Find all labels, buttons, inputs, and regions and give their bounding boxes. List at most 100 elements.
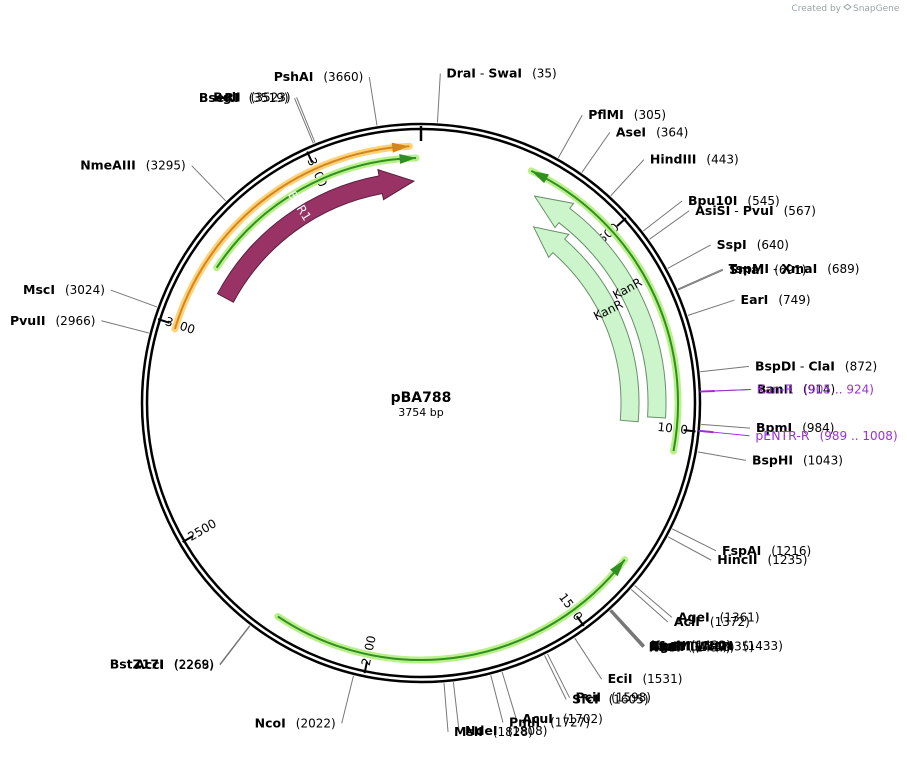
- site-label-eari: EarI(749): [741, 292, 811, 307]
- site-leader: [672, 528, 717, 552]
- site-leader: [574, 637, 603, 680]
- orf-orange: [171, 142, 413, 333]
- site-leader: [547, 653, 571, 698]
- site-label-pcii: PciI(1598): [576, 690, 651, 705]
- site-label-nmeaiii: NmeAIII(3295): [80, 158, 186, 173]
- site-label-hindiii: HindIII(443): [650, 152, 739, 167]
- site-label-acui: AcuI(1702): [522, 711, 603, 726]
- site-label-msli: MslI(1828): [454, 724, 533, 739]
- site-labels: PshAI(3660) BglI(3523)BseRI(3519) NmeAIII(…: [10, 66, 898, 739]
- site-label-ncoi: NcoI(2022): [255, 715, 336, 730]
- site-leader: [294, 98, 314, 144]
- plasmid-name: pBA788: [391, 390, 452, 406]
- site-leader: [557, 114, 583, 159]
- feature-kanr-inner: KanR: [532, 226, 640, 423]
- site-leader: [191, 165, 227, 202]
- feature-rep-shape: [216, 168, 416, 303]
- site-leader: [701, 423, 751, 429]
- site-label-pluti: PluTI(1436): [649, 639, 734, 654]
- feature-kanr-inner-shape: [532, 226, 640, 423]
- site-label-bpmi: BpmI(984): [756, 420, 834, 435]
- tick-mark: [363, 661, 369, 674]
- site-label-ecii: EciI(1531): [608, 671, 683, 686]
- site-label-acci: AccI(2268): [135, 657, 214, 672]
- site-leader: [490, 675, 504, 723]
- site-label-tspmi: TspMI - XmaI(689): [729, 261, 860, 276]
- tick-mark: [182, 535, 194, 543]
- site-label-sfci: SfcI(1605): [572, 691, 648, 706]
- site-label-agei: AgeI(1361): [678, 609, 760, 624]
- snapgene-logo-icon: [843, 3, 852, 11]
- site-label-bstz17i: BstZ17I(2269): [110, 656, 214, 671]
- site-label-bseri: BseRI(3519): [199, 90, 289, 105]
- site-label-bspdi: BspDI - ClaI(872): [755, 358, 877, 373]
- site-label-bgli: BglI(3523): [213, 89, 290, 104]
- site-leader: [501, 671, 517, 720]
- site-leader: [219, 625, 251, 666]
- site-leader: [544, 655, 567, 700]
- site-leader: [667, 244, 711, 269]
- site-label-fspai: FspAI(1216): [722, 543, 811, 558]
- tick-mark: [683, 429, 696, 433]
- site-leader: [642, 200, 683, 232]
- site-leader: [700, 365, 750, 373]
- site-leader: [634, 585, 673, 618]
- plasmid-size: 3754 bp: [398, 406, 443, 419]
- site-leader: [649, 210, 690, 240]
- site-label-smai: SmaI(691): [729, 262, 806, 277]
- orf-lines: [171, 142, 682, 664]
- site-leader: [630, 589, 669, 623]
- primer-marker: [698, 429, 714, 434]
- site-leader: [610, 159, 645, 197]
- site-label-pflmi: PflMI(305): [588, 107, 666, 122]
- site-leader: [341, 675, 354, 724]
- site-label-bpu10i: Bpu10I(545): [688, 193, 780, 208]
- site-leader: [667, 536, 712, 561]
- site-label-pshai: PshAI(3660): [274, 69, 364, 84]
- site-label-bsahi: BsaHI - NarI(1433): [650, 638, 783, 653]
- site-label-pmli: PmlI(1727): [509, 715, 590, 730]
- site-leader: [368, 76, 378, 126]
- feature-kanr-outer: KanR: [533, 195, 667, 419]
- site-leader: [452, 682, 460, 731]
- site-label-drai: DraI - SwaI(35): [446, 66, 556, 81]
- tick-mark: [157, 318, 170, 324]
- site-label-msci: MscI(3024): [23, 282, 105, 297]
- site-label-asisi: AsiSI - PvuI(567): [695, 203, 816, 218]
- site-label-ngomiv: NgoMIV(1435): [649, 639, 754, 654]
- site-leader: [687, 299, 735, 316]
- site-leader: [443, 683, 449, 732]
- site-label-bsphi: BspHI(1043): [752, 452, 843, 467]
- credit-prefix: Created by: [791, 4, 841, 14]
- orf-kan-outer: [527, 167, 682, 455]
- orf-rep-inner: [213, 153, 420, 272]
- tick-mark: [616, 217, 627, 227]
- site-label-sspi: SspI(640): [717, 237, 789, 252]
- site-leader: [101, 320, 149, 334]
- site-label-acli: AclI(1372): [674, 614, 750, 629]
- site-leader-lines: [101, 73, 751, 732]
- tick-label: 2500: [185, 516, 218, 543]
- site-label-hincii: HincII(1235): [717, 552, 807, 567]
- site-leader: [677, 268, 723, 290]
- site-leader: [611, 609, 646, 646]
- site-leader: [581, 132, 611, 173]
- site-leader: [678, 269, 724, 291]
- feature-rep: pBBR1 Rep: [216, 168, 416, 303]
- site-label-ndei: NdeI(1808): [465, 723, 547, 738]
- tick-mark: [575, 615, 585, 627]
- site-label-naei: NaeI(1437): [649, 639, 731, 654]
- primer-label-pentr-r: pENTR-R(989 .. 1008): [755, 428, 897, 443]
- site-leader: [697, 451, 747, 461]
- site-leader: [110, 289, 158, 308]
- primer-marker: [699, 389, 715, 393]
- backbone-outer: [140, 122, 702, 684]
- feature-kanr-outer-shape: [533, 195, 667, 419]
- site-leader: [436, 73, 441, 123]
- site-label-kasi: KasI(1432): [651, 638, 731, 653]
- site-leader: [296, 97, 316, 143]
- primer-label-kan-r: Kan-R(905 .. 924): [757, 381, 874, 396]
- site-label-banii: BanII(914): [757, 381, 835, 396]
